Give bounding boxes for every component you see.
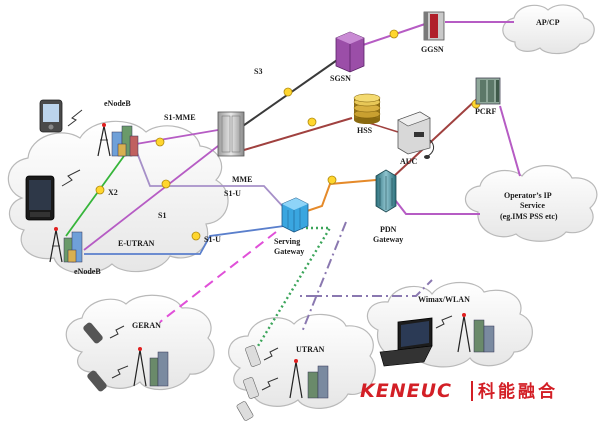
utran-phone-icon xyxy=(236,345,261,421)
label-s1-mme: S1-MME xyxy=(164,113,196,122)
link-x2 xyxy=(65,155,125,237)
junction-dot xyxy=(389,29,399,39)
junction-dot xyxy=(283,87,293,97)
geran-phone-icon xyxy=(83,322,107,392)
keneuc-logo: KENEUC 科能融合 xyxy=(360,380,558,402)
wireless-signal-icon xyxy=(61,109,83,187)
logo-divider xyxy=(471,381,473,401)
label-e-utran: E-UTRAN xyxy=(118,239,155,248)
pcrf-server-icon xyxy=(475,77,501,105)
label-ap-cp: AP/CP xyxy=(536,18,560,27)
link-s1-u-bottom xyxy=(84,225,285,255)
enodeb-top-tower-icon xyxy=(97,123,139,157)
logo-latin-text: KENEUC xyxy=(360,380,452,402)
label-utran: UTRAN xyxy=(296,345,325,354)
link-sgw-geran xyxy=(159,231,277,323)
label-geran: GERAN xyxy=(132,321,161,330)
wireless-signal-icon xyxy=(109,325,129,379)
geran-tower-icon xyxy=(133,347,169,387)
junction-dot xyxy=(191,231,201,241)
cloud-e-utran xyxy=(7,120,229,274)
label-hss: HSS xyxy=(357,126,373,135)
serving-gateway-icon xyxy=(281,197,309,233)
label-enodeb-top: eNodeB xyxy=(104,99,131,108)
label-wimax-wlan: Wimax/WLAN xyxy=(418,295,470,304)
label-s3: S3 xyxy=(254,67,262,76)
junction-dot xyxy=(307,117,317,127)
label-pdn-gateway-line2: Gateway xyxy=(373,235,403,244)
junction-dot xyxy=(327,175,337,185)
hss-database-icon xyxy=(353,93,381,124)
smartphone-device-icon xyxy=(25,175,55,221)
cloud-operator-service xyxy=(464,165,598,242)
label-mme: MME xyxy=(232,175,252,184)
label-s1: S1 xyxy=(158,211,166,220)
label-serving-gateway-line1: Serving xyxy=(274,237,300,246)
link-s1-bottom xyxy=(83,145,219,251)
link-pdngw-operator xyxy=(391,195,480,215)
auc-computer-icon xyxy=(397,111,435,159)
label-operator-line3: (eg.IMS PSS etc) xyxy=(500,212,558,221)
wimax-tower-icon xyxy=(457,313,495,353)
wireless-signal-icon xyxy=(435,315,453,329)
pdn-gateway-icon xyxy=(375,169,397,213)
label-operator-line2: Service xyxy=(520,201,545,210)
junction-dot xyxy=(95,185,105,195)
laptop-icon xyxy=(379,317,433,367)
label-sgsn: SGSN xyxy=(330,74,351,83)
pda-device-icon xyxy=(39,99,63,133)
utran-tower-icon xyxy=(289,359,329,399)
enodeb-bottom-tower-icon xyxy=(49,227,83,263)
ggsn-icon xyxy=(423,11,445,41)
cloud-ap-cp xyxy=(502,4,595,55)
label-enodeb-bottom: eNodeB xyxy=(74,267,101,276)
label-x2: X2 xyxy=(108,188,118,197)
label-auc: AUC xyxy=(400,157,418,166)
wireless-signal-icon xyxy=(261,347,279,391)
label-pdn-gateway-line1: PDN xyxy=(380,225,397,234)
link-s1-mme xyxy=(135,129,219,145)
cloud-utran xyxy=(228,313,376,409)
link-s1-u-top xyxy=(135,149,287,211)
sgsn-icon xyxy=(335,31,365,73)
junction-dot xyxy=(155,137,165,147)
link-pdngw-pcrf xyxy=(391,97,479,179)
label-ggsn: GGSN xyxy=(421,45,444,54)
label-operator-line1: Operator’s IP xyxy=(504,191,552,200)
label-serving-gateway-line2: Gateway xyxy=(274,247,304,256)
logo-cjk-text: 科能融合 xyxy=(478,381,558,402)
label-s1-u-bottom: S1-U xyxy=(204,235,221,244)
label-pcrf: PCRF xyxy=(475,107,496,116)
link-pdngw-wimax xyxy=(312,279,433,297)
link-sgw-pdngw xyxy=(303,179,377,213)
link-pcrf-operator xyxy=(499,105,521,177)
mme-server-icon xyxy=(217,111,245,157)
link-mme-hss xyxy=(243,117,353,151)
link-sgw-utran xyxy=(256,226,333,347)
junction-dot xyxy=(161,179,171,189)
label-s1-u-top: S1-U xyxy=(224,189,241,198)
